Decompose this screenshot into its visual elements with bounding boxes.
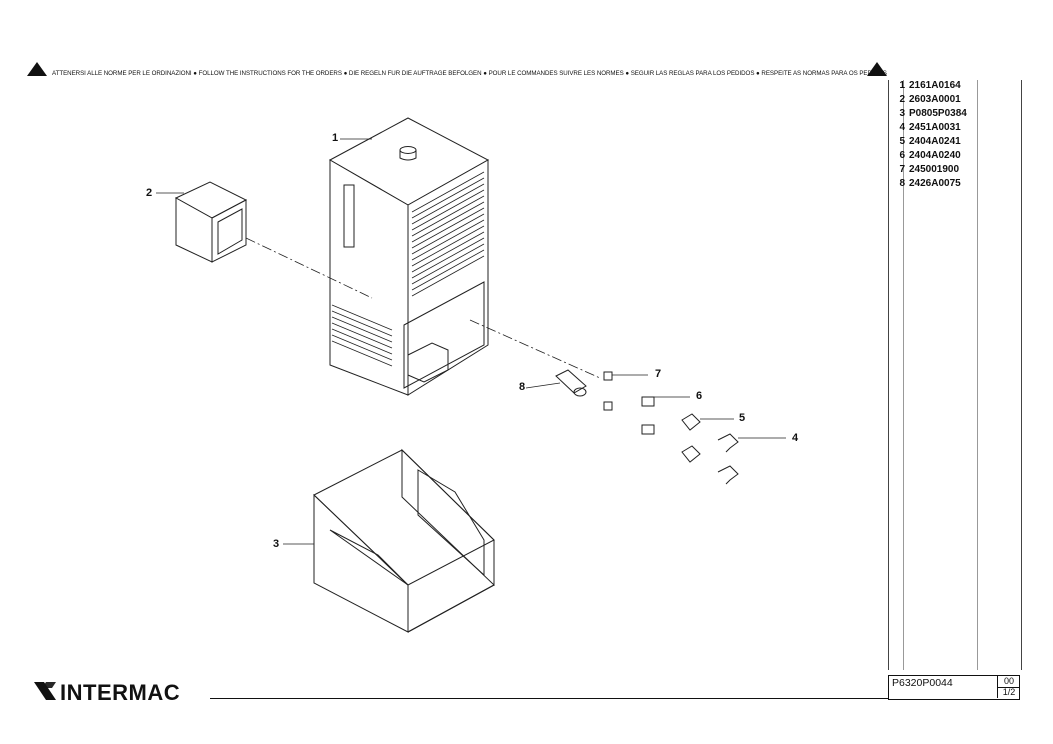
fittings-7: [603, 371, 613, 411]
callout-6: 6: [696, 390, 703, 402]
revision-number: 00: [997, 676, 1020, 688]
filter-cartridge: [555, 369, 587, 397]
callout-7: 7: [655, 368, 662, 380]
sheet-number: 1/2: [997, 687, 1020, 698]
intermac-logo-mark-icon: [34, 682, 56, 700]
callout-3: 3: [273, 538, 280, 550]
electrical-box: [174, 181, 248, 263]
warning-triangle-icon-right: [867, 62, 887, 76]
callout-8: 8: [519, 381, 526, 393]
title-block: P6320P0044 00 1/2: [888, 675, 1020, 700]
brand-logo: INTERMAC: [60, 680, 181, 705]
exploded-assembly-drawing: [156, 117, 786, 633]
fittings-4: [717, 433, 739, 485]
callout-4: 4: [792, 432, 799, 444]
fittings-5: [681, 413, 701, 463]
fittings-6: [641, 396, 655, 435]
order-instructions-banner: ATTENERSI ALLE NORME PER LE ORDINAZIONI …: [52, 70, 887, 77]
cabinet-unit: [328, 117, 490, 396]
footer-rule: [210, 698, 888, 699]
drawing-code: P6320P0044: [892, 677, 953, 689]
callout-1: 1: [332, 132, 339, 144]
callout-2: 2: [146, 187, 153, 199]
support-stand: [313, 448, 495, 633]
callout-5: 5: [739, 412, 746, 424]
warning-triangle-icon-left: [27, 62, 47, 76]
